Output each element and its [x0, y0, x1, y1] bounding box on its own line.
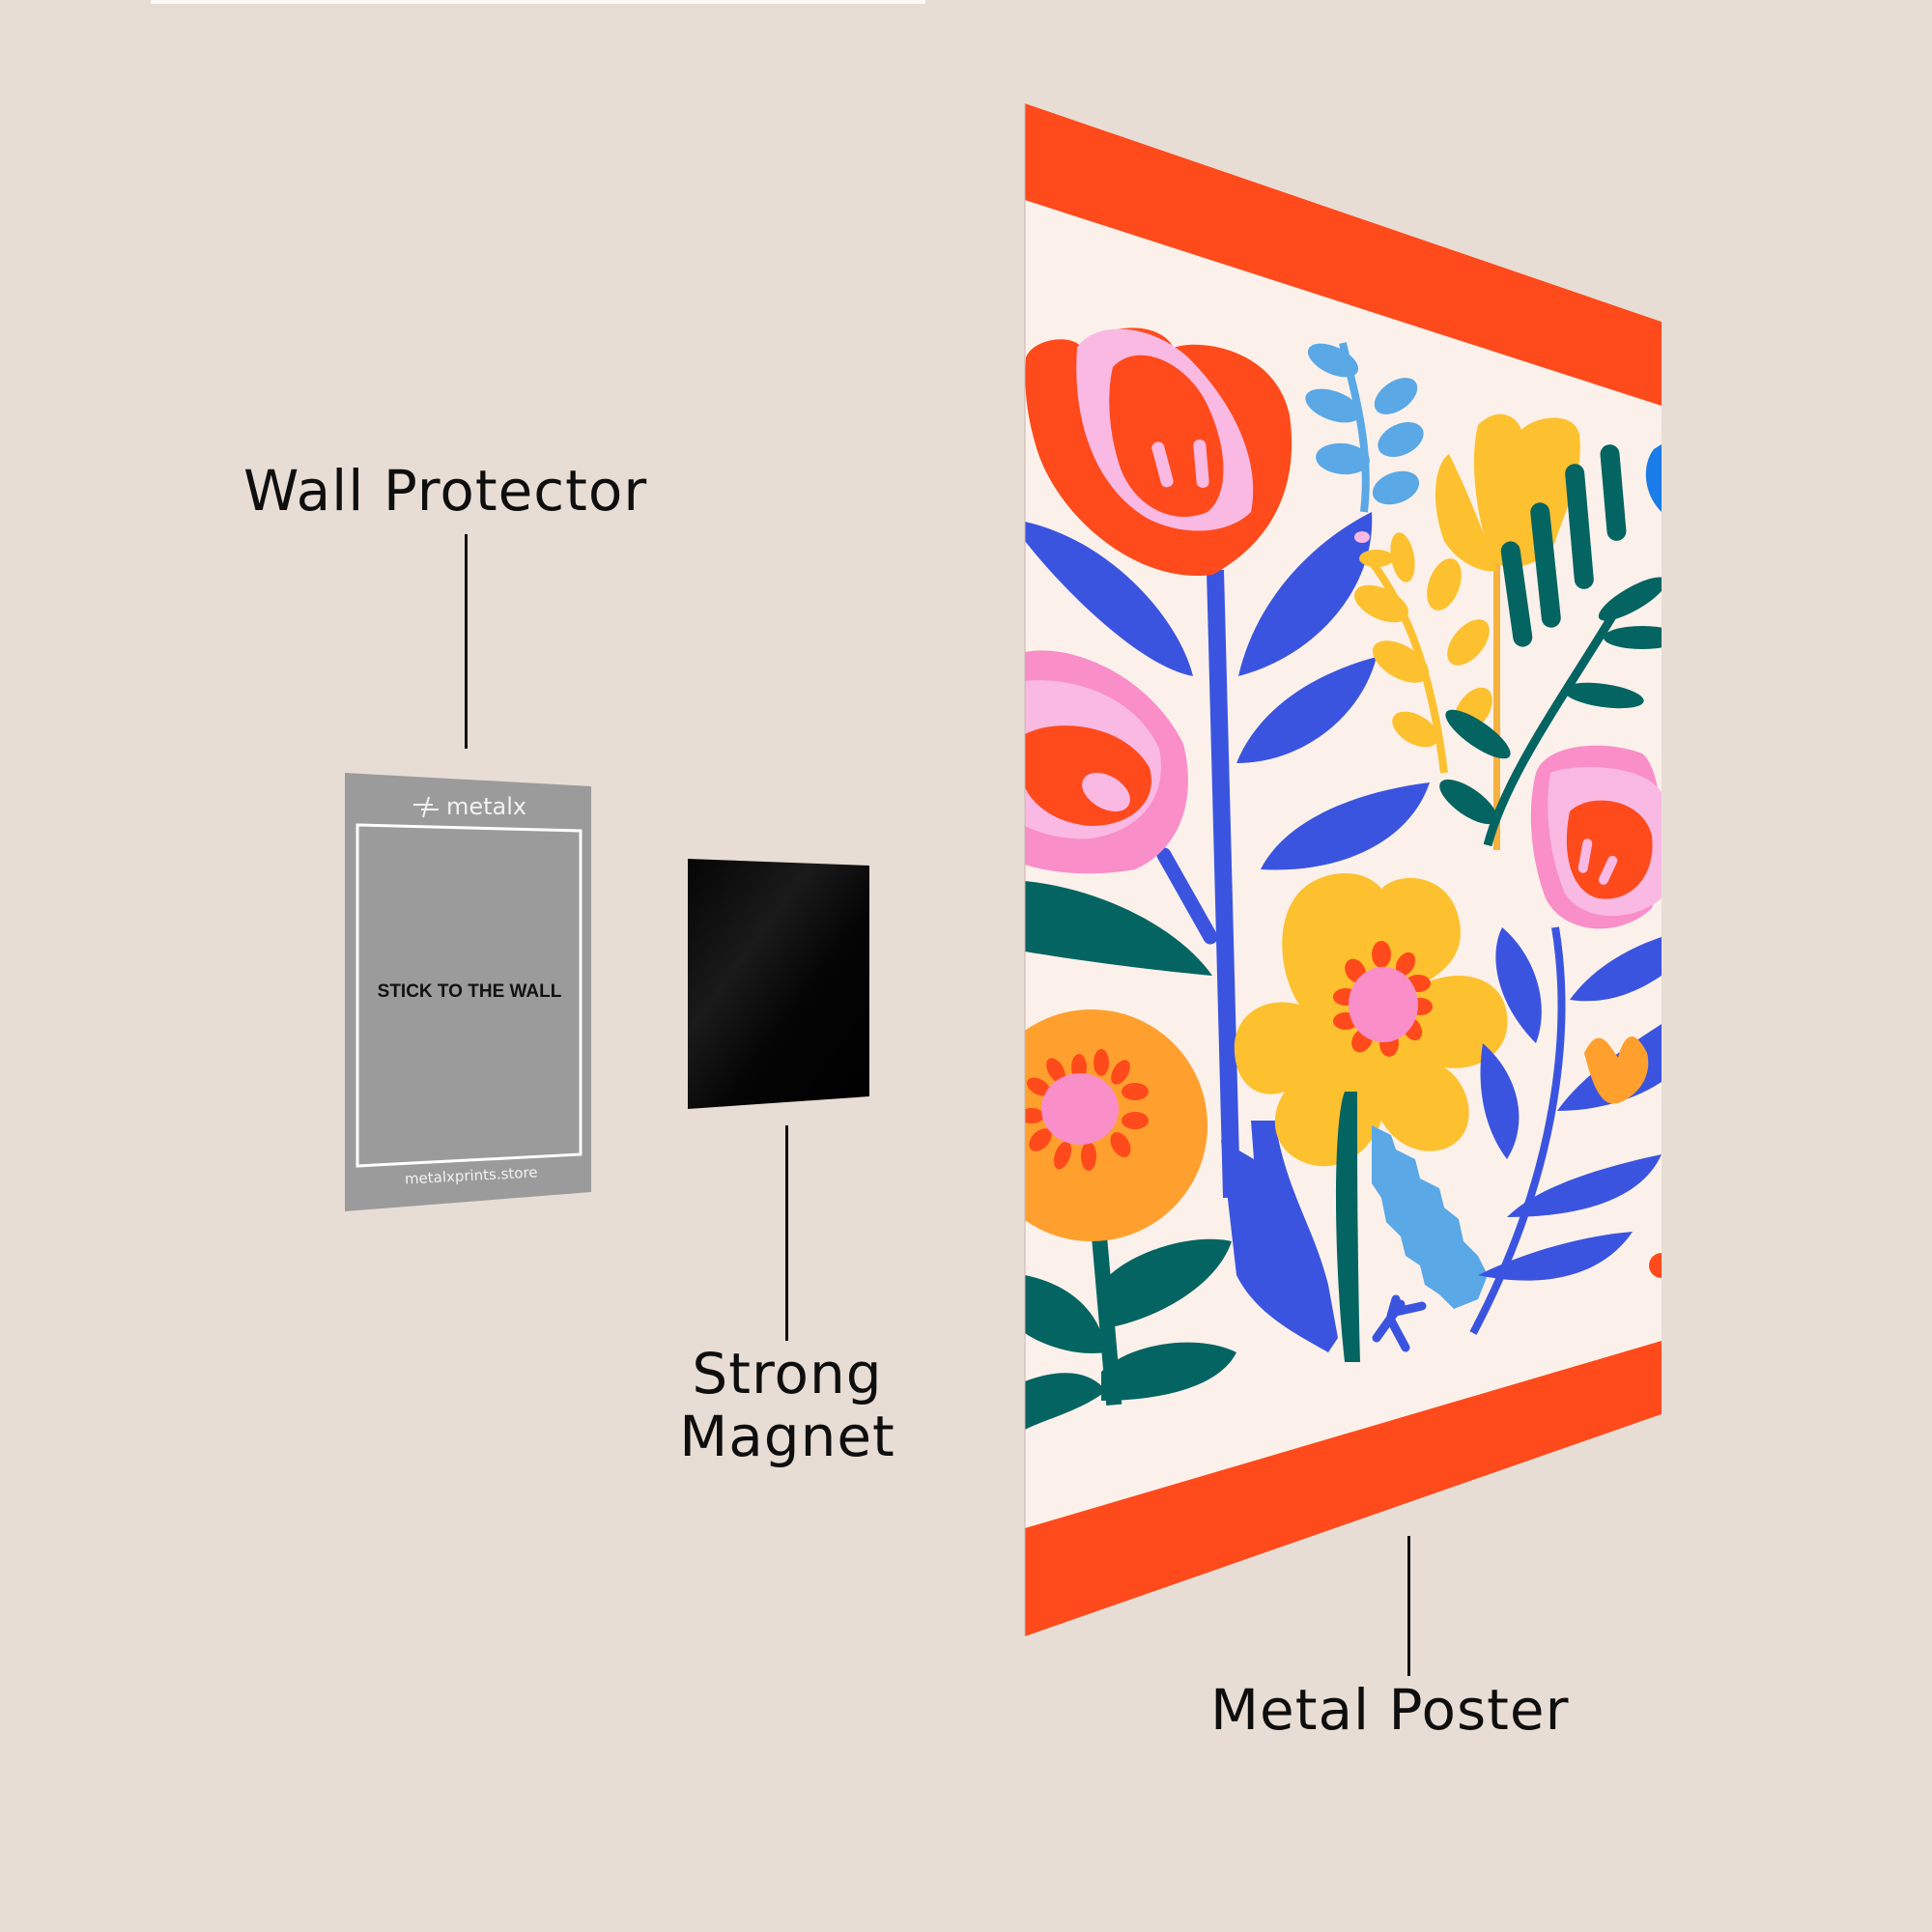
yellow-tulip	[1435, 413, 1580, 850]
pink-rose-right	[1530, 745, 1662, 929]
red-tulip-top	[1025, 327, 1373, 1199]
metal-poster	[1025, 103, 1662, 1636]
orange-flower	[1025, 1009, 1236, 1430]
metalx-brand-text: metalx	[446, 793, 526, 820]
wall-protector-label: Wall Protector	[243, 458, 648, 524]
yellow-flower	[1234, 872, 1508, 1167]
poster-top-band	[1025, 103, 1662, 406]
yellow-sprig	[1353, 532, 1492, 774]
wall-protector: metalx STICK TO THE WALL metalxprints.st…	[345, 773, 591, 1211]
strong-magnet	[688, 859, 869, 1109]
blue-leaf-bottom	[1221, 1121, 1338, 1352]
blue-leaf	[1236, 657, 1377, 763]
blue-petal-edge	[1645, 444, 1662, 512]
metal-poster-leader-line	[1407, 1536, 1410, 1676]
metal-poster-label: Metal Poster	[1210, 1677, 1570, 1743]
blue-sprig	[1372, 1294, 1427, 1352]
pink-dot	[1354, 531, 1370, 543]
red-dot	[1649, 1253, 1662, 1278]
stick-to-the-wall-text: STICK TO THE WALL	[378, 981, 562, 1002]
light-blue-sprig	[1305, 342, 1424, 513]
strong-magnet-leader-line	[785, 1125, 788, 1341]
pink-rose-left	[1025, 650, 1218, 945]
teal-leaf	[1025, 881, 1212, 976]
orange-coral	[1584, 1037, 1649, 1104]
poster-bottom-band	[1025, 1341, 1662, 1636]
light-blue-serrated-leaf	[1372, 1125, 1488, 1309]
blue-fern-right	[1469, 926, 1662, 1335]
wall-protector-border	[355, 823, 582, 1168]
strong-magnet-label-line1: Strong	[692, 1341, 883, 1406]
teal-fern	[1439, 444, 1662, 847]
blue-leaf	[1261, 782, 1430, 870]
top-edge-strip	[151, 0, 925, 4]
metalx-logo-icon	[413, 796, 439, 818]
strong-magnet-label: Strong Magnet	[667, 1343, 908, 1468]
strong-magnet-label-line2: Magnet	[679, 1403, 895, 1469]
wall-protector-leader-line	[465, 534, 468, 749]
teal-stem	[1336, 1092, 1360, 1362]
wall-protector-panel	[345, 773, 591, 1211]
